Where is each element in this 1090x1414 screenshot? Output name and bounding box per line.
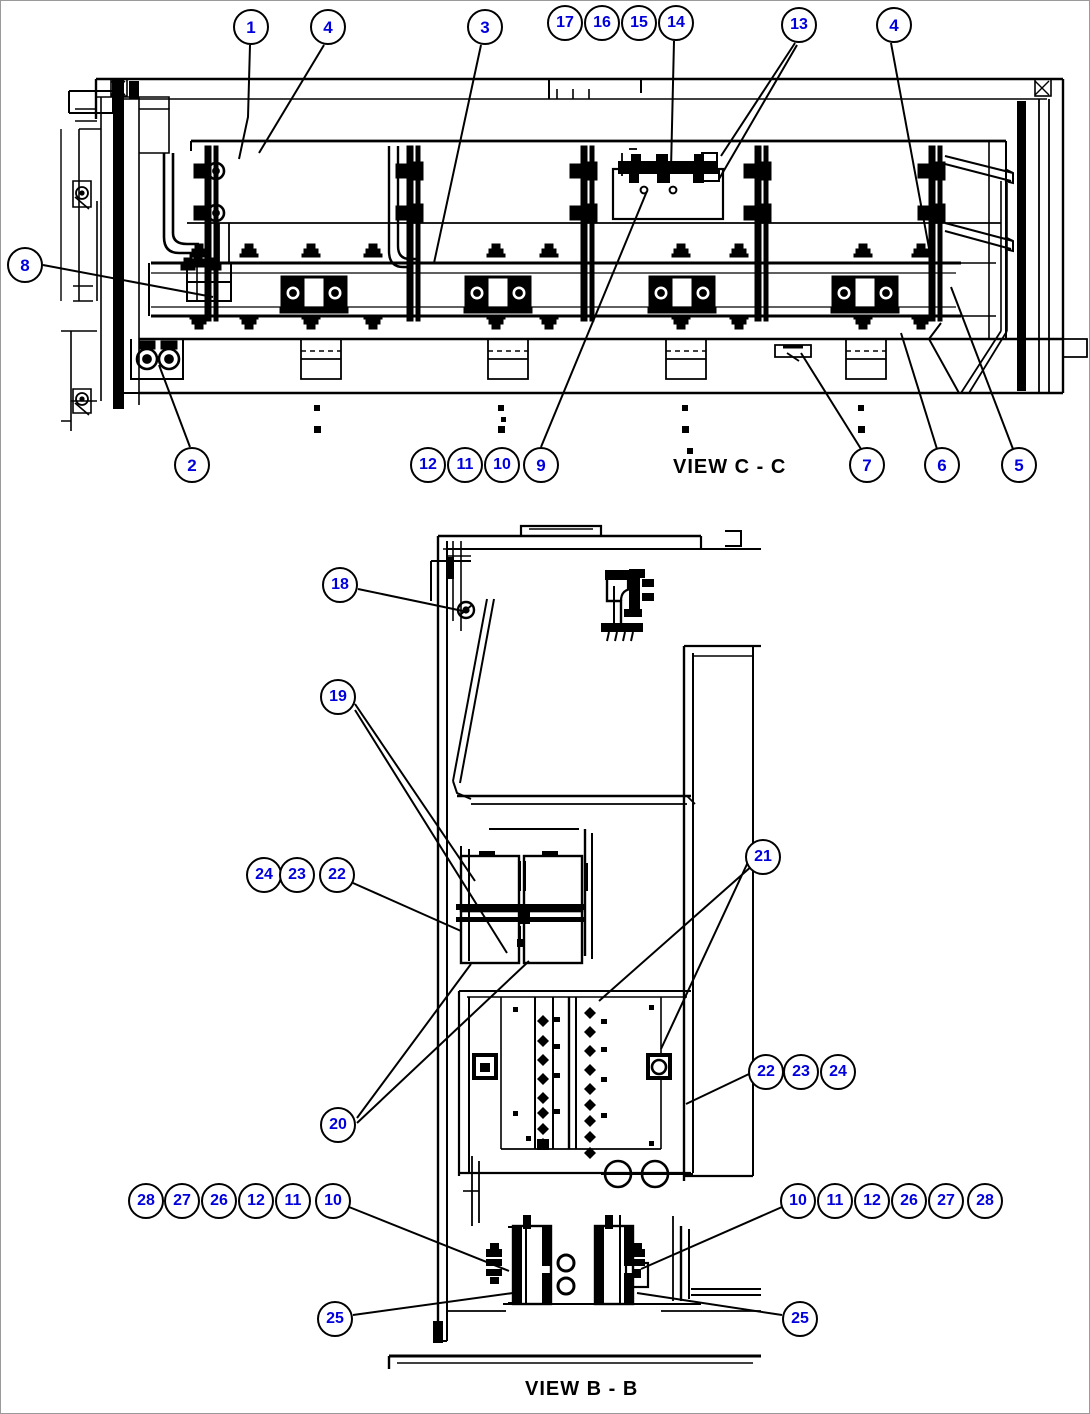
callout-bubble-10[interactable]: 10 — [484, 447, 520, 483]
callout-bubble-12[interactable]: 12 — [238, 1183, 274, 1219]
callout-bubble-23[interactable]: 23 — [279, 857, 315, 893]
callout-bubble-8[interactable]: 8 — [7, 247, 43, 283]
callout-bubble-24[interactable]: 24 — [246, 857, 282, 893]
callout-bubble-20[interactable]: 20 — [320, 1107, 356, 1143]
callout-bubble-28[interactable]: 28 — [967, 1183, 1003, 1219]
callout-bubble-26[interactable]: 26 — [201, 1183, 237, 1219]
callout-bubble-24[interactable]: 24 — [820, 1054, 856, 1090]
view-label-cc: VIEW C - C — [673, 456, 787, 478]
view-bb-geometry — [387, 524, 761, 1369]
callout-bubble-11[interactable]: 11 — [275, 1183, 311, 1219]
callout-bubble-17[interactable]: 17 — [547, 5, 583, 41]
callout-bubble-1[interactable]: 1 — [233, 9, 269, 45]
callout-bubble-27[interactable]: 27 — [164, 1183, 200, 1219]
callout-bubble-12[interactable]: 12 — [854, 1183, 890, 1219]
callout-bubble-23[interactable]: 23 — [783, 1054, 819, 1090]
callout-bubble-6[interactable]: 6 — [924, 447, 960, 483]
callout-bubble-14[interactable]: 14 — [658, 5, 694, 41]
callout-bubble-10[interactable]: 10 — [780, 1183, 816, 1219]
callout-bubble-10[interactable]: 10 — [315, 1183, 351, 1219]
callout-bubble-11[interactable]: 11 — [817, 1183, 853, 1219]
view-cc-geometry — [60, 77, 1088, 454]
callout-bubble-16[interactable]: 16 — [584, 5, 620, 41]
view-label-bb: VIEW B - B — [525, 1378, 639, 1400]
callout-bubble-28[interactable]: 28 — [128, 1183, 164, 1219]
callout-bubble-4[interactable]: 4 — [876, 7, 912, 43]
callout-bubble-27[interactable]: 27 — [928, 1183, 964, 1219]
callout-bubble-21[interactable]: 21 — [745, 839, 781, 875]
callout-bubble-3[interactable]: 3 — [467, 9, 503, 45]
callout-bubble-4[interactable]: 4 — [310, 9, 346, 45]
callout-bubble-22[interactable]: 22 — [748, 1054, 784, 1090]
callout-bubble-18[interactable]: 18 — [322, 567, 358, 603]
callout-bubble-9[interactable]: 9 — [523, 447, 559, 483]
callout-bubble-5[interactable]: 5 — [1001, 447, 1037, 483]
view-cc-leaders — [42, 40, 1014, 450]
callout-bubble-11[interactable]: 11 — [447, 447, 483, 483]
callout-bubble-2[interactable]: 2 — [174, 447, 210, 483]
callout-bubble-25[interactable]: 25 — [782, 1301, 818, 1337]
view-bb-leaders — [348, 588, 783, 1316]
callout-bubble-19[interactable]: 19 — [320, 679, 356, 715]
callout-bubble-15[interactable]: 15 — [621, 5, 657, 41]
callout-bubble-12[interactable]: 12 — [410, 447, 446, 483]
callout-bubble-13[interactable]: 13 — [781, 7, 817, 43]
callout-bubble-26[interactable]: 26 — [891, 1183, 927, 1219]
callout-bubble-22[interactable]: 22 — [319, 857, 355, 893]
callout-bubble-7[interactable]: 7 — [849, 447, 885, 483]
callout-bubble-25[interactable]: 25 — [317, 1301, 353, 1337]
